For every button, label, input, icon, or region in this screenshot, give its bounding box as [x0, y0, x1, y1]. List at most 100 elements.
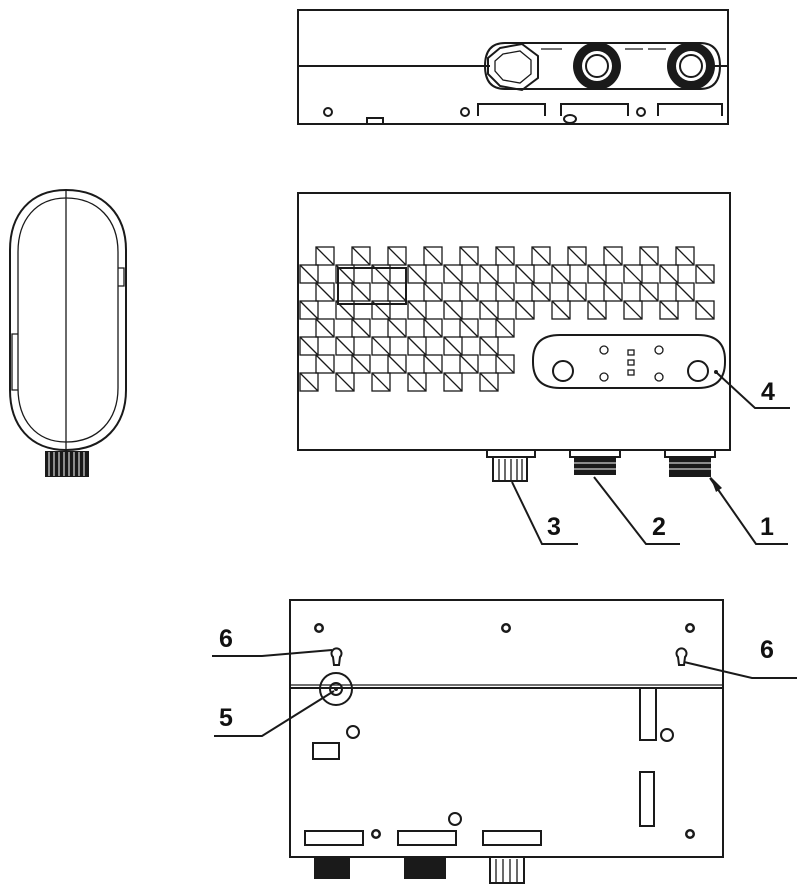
vent-diagonal	[443, 264, 463, 284]
vent-cell	[479, 300, 499, 320]
vent-cell	[495, 354, 515, 374]
vent-diagonal	[531, 282, 551, 302]
vent-diagonal	[315, 318, 335, 338]
vent-cell	[459, 354, 479, 374]
vent-cell	[479, 264, 499, 284]
vent-cell	[495, 318, 515, 338]
vent-diagonal	[443, 336, 463, 356]
vent-diagonal	[371, 372, 391, 392]
vent-diagonal	[443, 372, 463, 392]
front-view	[297, 192, 731, 482]
vent-diagonal	[315, 354, 335, 374]
vent-cell	[587, 264, 607, 284]
vent-cell	[335, 336, 355, 356]
vent-cell	[623, 300, 643, 320]
vent-diagonal	[495, 246, 515, 266]
vent-cell	[495, 246, 515, 266]
vent-cell	[407, 264, 427, 284]
vent-diagonal	[639, 282, 659, 302]
vent-diagonal	[623, 264, 643, 284]
vent-diagonal	[551, 264, 571, 284]
callout-1: 1	[760, 513, 774, 541]
vent-diagonal	[659, 264, 679, 284]
vent-diagonal	[315, 246, 335, 266]
vent-cell	[315, 282, 335, 302]
vent-diagonal	[351, 318, 371, 338]
vent-diagonal	[479, 300, 499, 320]
vent-diagonal	[407, 372, 427, 392]
vent-cell	[371, 264, 391, 284]
vent-cell	[351, 318, 371, 338]
vent-cell	[515, 300, 535, 320]
vent-cell	[531, 246, 551, 266]
vent-diagonal	[407, 300, 427, 320]
callouts: 1 2 3 4 5 6 6	[212, 372, 797, 737]
vent-diagonal	[299, 372, 319, 392]
top-view	[297, 9, 729, 125]
vent-cell	[567, 282, 587, 302]
vent-cell	[639, 282, 659, 302]
vent-cell	[603, 246, 623, 266]
vent-cell	[551, 300, 571, 320]
vent-cell	[299, 372, 319, 392]
vent-diagonal	[387, 246, 407, 266]
vent-diagonal	[299, 300, 319, 320]
vent-cell	[371, 300, 391, 320]
vent-diagonal	[587, 300, 607, 320]
vent-cell	[423, 246, 443, 266]
vent-cell	[299, 264, 319, 284]
vent-cell	[443, 372, 463, 392]
vent-cell	[407, 300, 427, 320]
vent-diagonal	[495, 318, 515, 338]
vent-diagonal	[603, 282, 623, 302]
vent-cell	[639, 246, 659, 266]
vent-diagonal	[675, 282, 695, 302]
callout-3: 3	[547, 513, 561, 541]
vent-cell	[459, 318, 479, 338]
vent-diagonal	[495, 282, 515, 302]
vent-cell	[515, 264, 535, 284]
vent-cell	[495, 282, 515, 302]
vent-diagonal	[515, 264, 535, 284]
vent-cell	[443, 300, 463, 320]
vent-cell	[479, 372, 499, 392]
vent-cell	[335, 264, 355, 284]
vent-cell	[315, 246, 335, 266]
vent-diagonal	[371, 336, 391, 356]
vent-cell	[351, 354, 371, 374]
vent-cell	[423, 318, 443, 338]
vent-cell	[659, 264, 679, 284]
vent-cell	[531, 282, 551, 302]
vent-diagonal	[351, 282, 371, 302]
vent-cell	[675, 282, 695, 302]
vent-cell	[315, 318, 335, 338]
vent-cell	[335, 300, 355, 320]
vent-cell	[675, 246, 695, 266]
vent-cell	[423, 282, 443, 302]
back-view	[289, 599, 724, 884]
vent-diagonal	[387, 318, 407, 338]
vent-diagonal	[603, 246, 623, 266]
vent-diagonal	[423, 354, 443, 374]
vent-cell	[443, 336, 463, 356]
vent-cell	[335, 372, 355, 392]
vent-diagonal	[623, 300, 643, 320]
vent-diagonal	[695, 300, 715, 320]
vent-cell	[443, 264, 463, 284]
vent-cell	[479, 336, 499, 356]
vent-cell	[351, 246, 371, 266]
vent-cell	[371, 336, 391, 356]
vent-cell	[623, 264, 643, 284]
vent-cell	[587, 300, 607, 320]
vent-diagonal	[423, 246, 443, 266]
vent-diagonal	[387, 282, 407, 302]
vent-diagonal	[335, 336, 355, 356]
vent-diagonal	[695, 264, 715, 284]
callout-2: 2	[652, 513, 666, 541]
vent-cell	[387, 354, 407, 374]
vent-diagonal	[567, 246, 587, 266]
vent-diagonal	[459, 318, 479, 338]
vent-diagonal	[479, 264, 499, 284]
vent-cell	[603, 282, 623, 302]
